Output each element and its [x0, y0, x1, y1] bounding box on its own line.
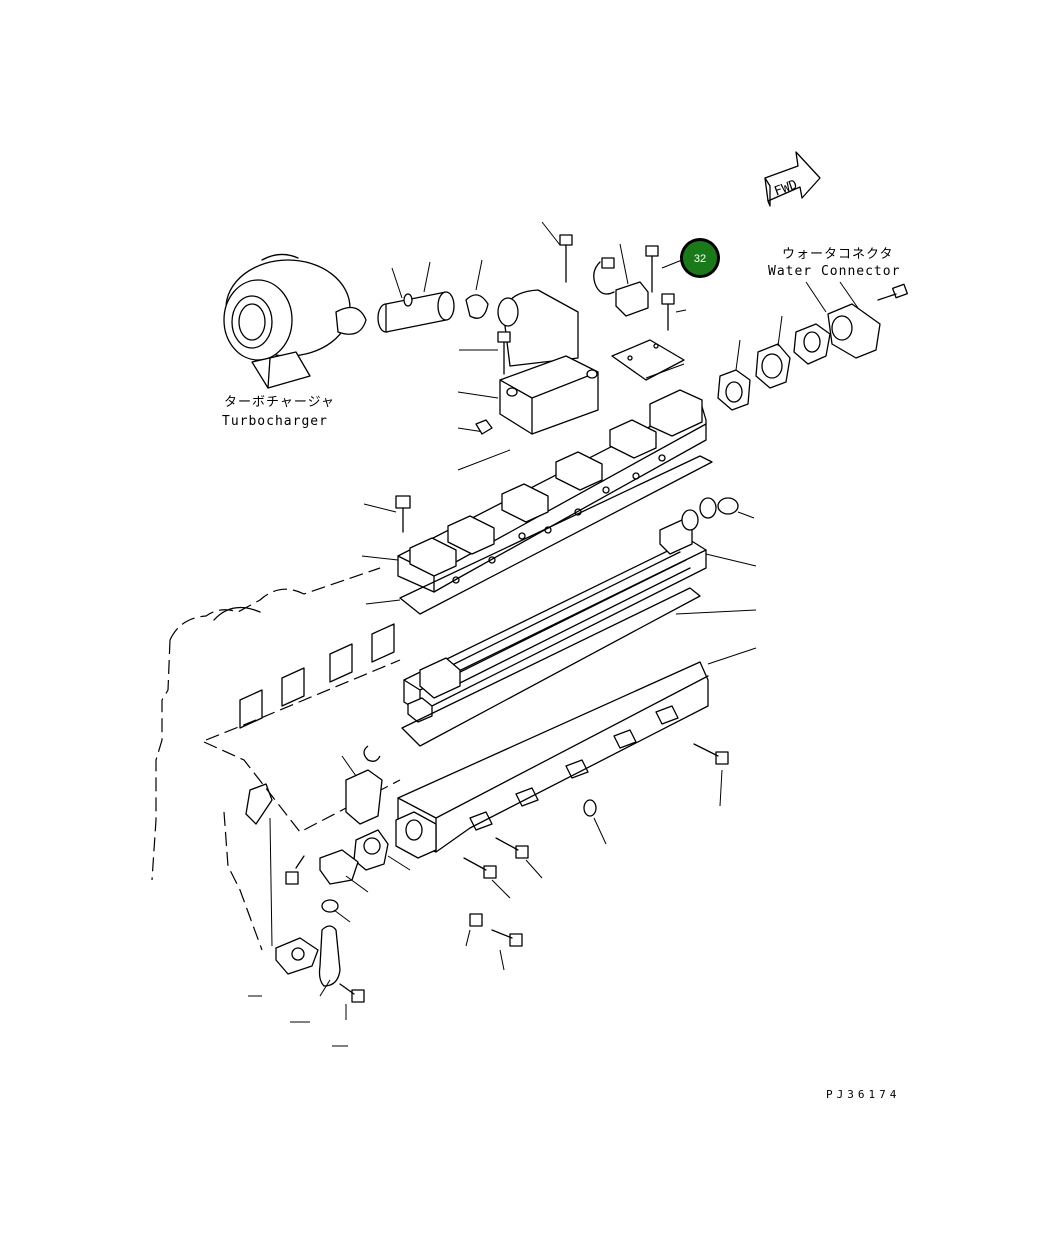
turbocharger-part	[223, 253, 367, 389]
turbocharger-label-en: Turbocharger	[222, 414, 328, 429]
engine-block-outline	[151, 567, 401, 951]
water-connector-label-jp: ウォータコネクタ	[782, 247, 893, 262]
cooler-gasket-part	[401, 587, 757, 747]
cooler-case-part	[395, 647, 757, 859]
callout-32[interactable]: 32	[661, 238, 720, 278]
exhaust-manifold-part	[361, 389, 707, 593]
water-connector-part	[717, 281, 881, 411]
fwd-arrow-icon: FWD	[764, 151, 821, 207]
manifold-gasket-part	[365, 455, 713, 615]
hose-part	[377, 259, 489, 333]
water-connector-label-en: Water Connector	[768, 264, 900, 279]
callout-badge	[683, 241, 717, 275]
sensor-part	[593, 243, 685, 381]
exhaust-elbow-part	[457, 289, 599, 471]
water-pipe-part	[245, 745, 411, 1047]
callout-number: 32	[694, 253, 706, 265]
turbocharger-label-jp: ターボチャージャ	[224, 395, 335, 410]
bolt-icons	[285, 221, 908, 1020]
drawing-code: PJ36174	[826, 1088, 900, 1101]
